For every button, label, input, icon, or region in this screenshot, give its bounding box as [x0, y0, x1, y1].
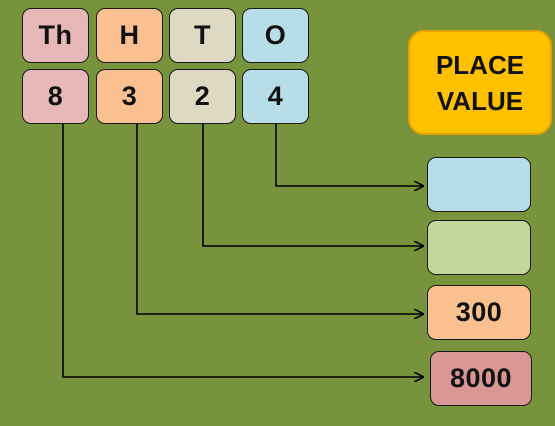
- result-hundreds: 300: [427, 285, 531, 340]
- header-thousands: Th: [22, 8, 89, 63]
- header-tens-label: T: [194, 20, 211, 50]
- result-thousands: 8000: [430, 351, 532, 406]
- digit-thousands: 8: [22, 69, 89, 124]
- result-ones: [427, 157, 531, 212]
- connector-hundreds: [136, 124, 423, 314]
- digit-tens-value: 2: [194, 81, 211, 111]
- digit-hundreds: 3: [96, 69, 163, 124]
- connector-ones: [275, 124, 423, 186]
- digit-tens: 2: [169, 69, 236, 124]
- header-hundreds: H: [96, 8, 163, 63]
- place-value-line-1: PLACE: [435, 49, 525, 80]
- header-ones: O: [242, 8, 309, 63]
- header-tens: T: [169, 8, 236, 63]
- digit-ones-value: 4: [267, 81, 284, 111]
- digit-ones: 4: [242, 69, 309, 124]
- result-thousands-value: 8000: [449, 363, 513, 393]
- connector-thousands: [62, 124, 423, 377]
- result-hundreds-value: 300: [455, 297, 503, 327]
- connector-tens: [202, 124, 423, 246]
- place-value-line-2: VALUE: [436, 85, 524, 116]
- place-value-label: PLACE VALUE: [408, 30, 552, 135]
- result-tens: [427, 220, 531, 275]
- digit-hundreds-value: 3: [121, 81, 138, 111]
- header-thousands-label: Th: [38, 20, 73, 50]
- header-hundreds-label: H: [119, 20, 140, 50]
- header-ones-label: O: [264, 20, 287, 50]
- digit-thousands-value: 8: [47, 81, 64, 111]
